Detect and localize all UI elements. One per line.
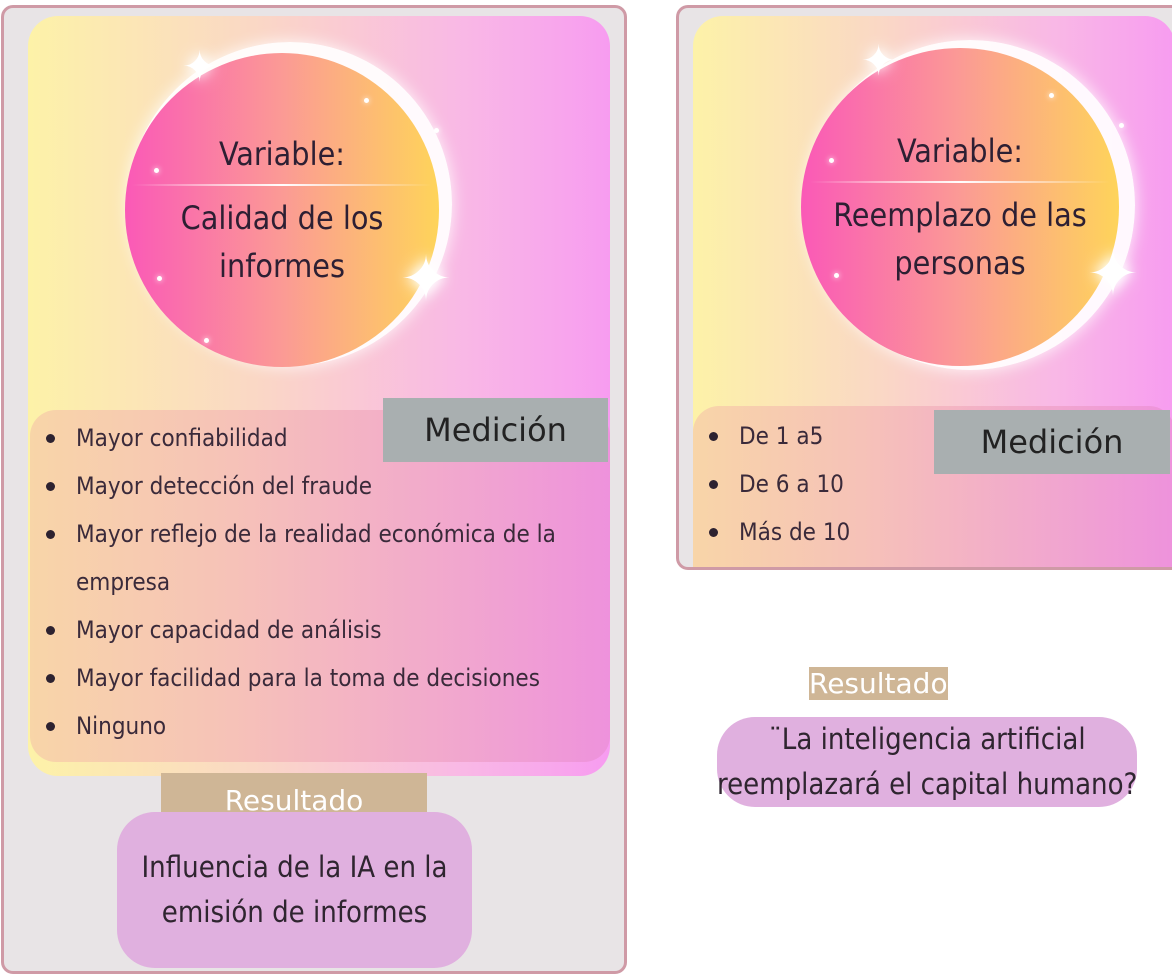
sparkle-star-icon: ✦ xyxy=(1087,237,1139,310)
list-item: De 6 a 10 xyxy=(701,460,921,508)
list-item: Más de 10 xyxy=(701,508,921,556)
result-box: Influencia de la IA en la emisión de inf… xyxy=(117,812,472,968)
variable-circle: Variable: Reemplazo de las personas xyxy=(801,48,1119,366)
sparkle-dot xyxy=(834,273,839,278)
sparkle-dot xyxy=(1049,93,1054,98)
list-item: Mayor capacidad de análisis xyxy=(38,606,578,654)
sparkle-dot xyxy=(157,276,162,281)
variable-name-line2: informes xyxy=(218,247,345,285)
result-text-line2: emisión de informes xyxy=(161,895,428,929)
sparkle-star-icon: ✦ xyxy=(861,36,897,85)
sparkle-dot xyxy=(364,98,369,103)
variable-name-line1: Calidad de los xyxy=(180,199,384,237)
sparkle-star-icon: ✦ xyxy=(400,242,452,315)
variable-card-reemplazo: Variable: Reemplazo de las personas ✦ ✦ … xyxy=(676,5,1172,570)
list-item: Mayor confiabilidad xyxy=(38,414,578,462)
list-item: Mayor detección del fraude xyxy=(38,462,578,510)
variable-circle: Variable: Calidad de los informes xyxy=(125,53,439,367)
measurement-label: Medición xyxy=(383,398,608,462)
sparkle-dot xyxy=(434,128,439,133)
result-box: ¨La inteligencia artificial reemplazará … xyxy=(717,717,1138,807)
card-2-overlay: Resultado ¨La inteligencia artificial re… xyxy=(676,5,1172,807)
sparkle-dot xyxy=(204,338,209,343)
measurement-panel xyxy=(30,410,610,762)
list-item: No xyxy=(701,556,921,567)
divider xyxy=(810,181,1110,183)
list-item: Mayor facilidad para la toma de decision… xyxy=(38,654,578,702)
variable-name-line2: personas xyxy=(894,244,1026,282)
result-text-line2: reemplazará el capital humano? xyxy=(717,766,1138,801)
list-item: Ninguno xyxy=(38,702,578,750)
result-text-line1: ¨La inteligencia artificial xyxy=(768,722,1086,756)
list-item: De 1 a5 xyxy=(701,412,921,460)
variable-name-line1: Reemplazo de las xyxy=(833,196,1087,234)
sparkle-star-icon: ✦ xyxy=(182,42,218,91)
list-item: Mayor reflejo de la realidad económica d… xyxy=(38,510,578,606)
result-label: Resultado xyxy=(809,667,948,700)
sparkle-dot xyxy=(1119,123,1124,128)
measurement-label: Medición xyxy=(934,410,1170,474)
variable-label: Variable: xyxy=(218,135,345,173)
variable-label: Variable: xyxy=(896,132,1023,170)
divider xyxy=(132,184,432,186)
measurement-list: Mayor confiabilidad Mayor detección del … xyxy=(38,414,578,750)
sparkle-dot xyxy=(829,158,834,163)
sparkle-dot xyxy=(154,168,159,173)
measurement-list: De 1 a5 De 6 a 10 Más de 10 No xyxy=(701,412,921,567)
variable-card-calidad: Variable: Calidad de los informes ✦ ✦ Me… xyxy=(1,5,627,974)
result-text-line1: Influencia de la IA en la xyxy=(141,850,448,885)
